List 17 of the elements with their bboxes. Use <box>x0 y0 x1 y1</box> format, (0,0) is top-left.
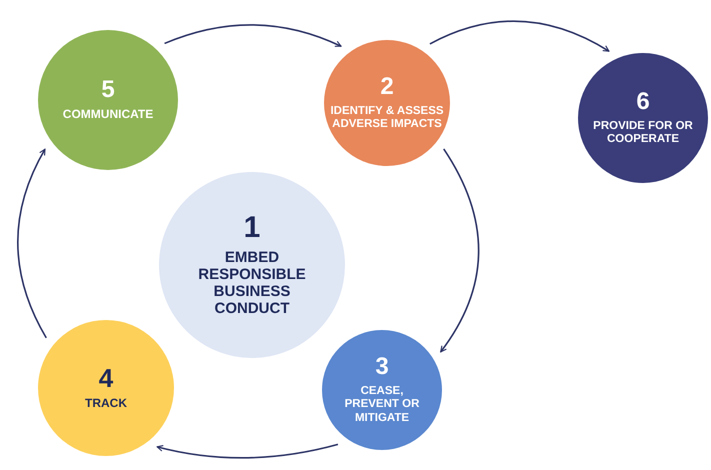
step-number: 1 <box>244 212 260 242</box>
arrow <box>440 148 480 352</box>
step-label: TRACK <box>85 397 127 411</box>
step-number: 6 <box>636 90 650 114</box>
arrow <box>430 20 610 52</box>
step-label: EMBED RESPONSIBLE BUSINESS CONDUCT <box>197 248 307 318</box>
step-label: CEASE, PREVENT OR MITIGATE <box>344 385 420 425</box>
step-number: 5 <box>101 78 115 102</box>
arrow <box>17 148 47 338</box>
step-number: 4 <box>98 365 114 392</box>
step-number: 2 <box>380 74 394 99</box>
step-label: IDENTIFY & ASSESS ADVERSE IMPACTS <box>329 104 445 132</box>
arrow <box>164 24 342 48</box>
step-label: PROVIDE FOR OR COOPERATE <box>592 120 694 146</box>
step-label: COMMUNICATE <box>62 108 154 122</box>
arrow <box>156 444 338 459</box>
step-number: 3 <box>375 355 389 380</box>
